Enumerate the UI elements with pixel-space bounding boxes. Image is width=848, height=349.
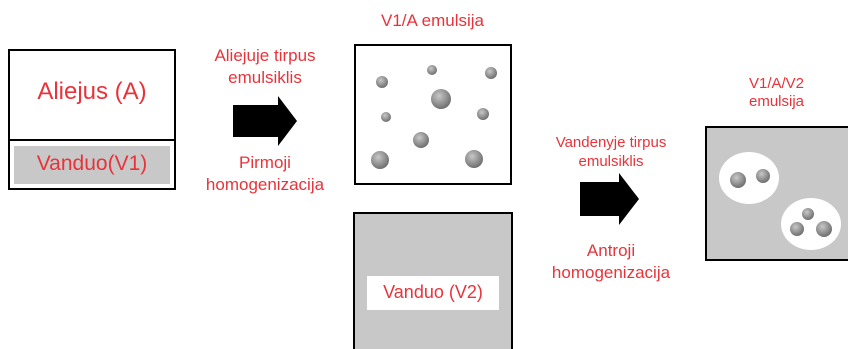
water-soluble-emulsifier-label: Vandenyje tirpus emulsiklis — [520, 133, 702, 171]
second-homogenization-line1: Antroji — [586, 241, 636, 260]
first-homogenization-line2: homogenizacija — [205, 175, 325, 194]
water-soluble-emulsifier-line2: emulsiklis — [578, 153, 644, 170]
first-homogenization-line1: Pirmoji — [239, 153, 291, 172]
inner-water-droplet — [730, 172, 746, 188]
emulsion1-title: V1/A emulsija — [381, 11, 484, 30]
phase-divider — [8, 139, 176, 141]
w1-o-emulsion-box — [354, 44, 512, 185]
second-homogenization-line2: homogenizacija — [551, 263, 671, 282]
outer-water-label: Vanduo (V2) — [383, 282, 483, 302]
oil-soluble-emulsifier-label: Aliejuje tirpus emulsiklis — [180, 45, 350, 89]
first-homogenization-label: Pirmoji homogenizacija — [180, 152, 350, 196]
inner-water-droplet — [802, 208, 814, 220]
water-layer-label: Vanduo(V1) — [36, 152, 148, 175]
w1-o-w2-emulsion-box — [705, 126, 848, 261]
outer-water-label-box — [367, 276, 499, 310]
emulsion2-title-line2: emulsija — [748, 93, 805, 110]
oil-soluble-emulsifier-line2: emulsiklis — [228, 68, 302, 87]
second-homogenization-label: Antroji homogenizacija — [520, 240, 702, 284]
water-soluble-emulsifier-line1: Vandenyje tirpus — [555, 134, 667, 151]
oil-layer-label: Aliejus (A) — [37, 78, 147, 105]
oil-soluble-emulsifier-line1: Aliejuje tirpus — [214, 46, 316, 65]
inner-water-droplet — [816, 221, 832, 237]
emulsion2-title: V1/A/V2 emulsija — [705, 75, 848, 111]
water-layer-box — [14, 146, 170, 184]
emulsion2-title-line1: V1/A/V2 — [748, 75, 805, 92]
oil-droplet — [719, 152, 779, 204]
oil-droplet — [781, 198, 841, 250]
inner-water-droplet — [756, 169, 770, 183]
inner-water-droplet — [790, 222, 804, 236]
